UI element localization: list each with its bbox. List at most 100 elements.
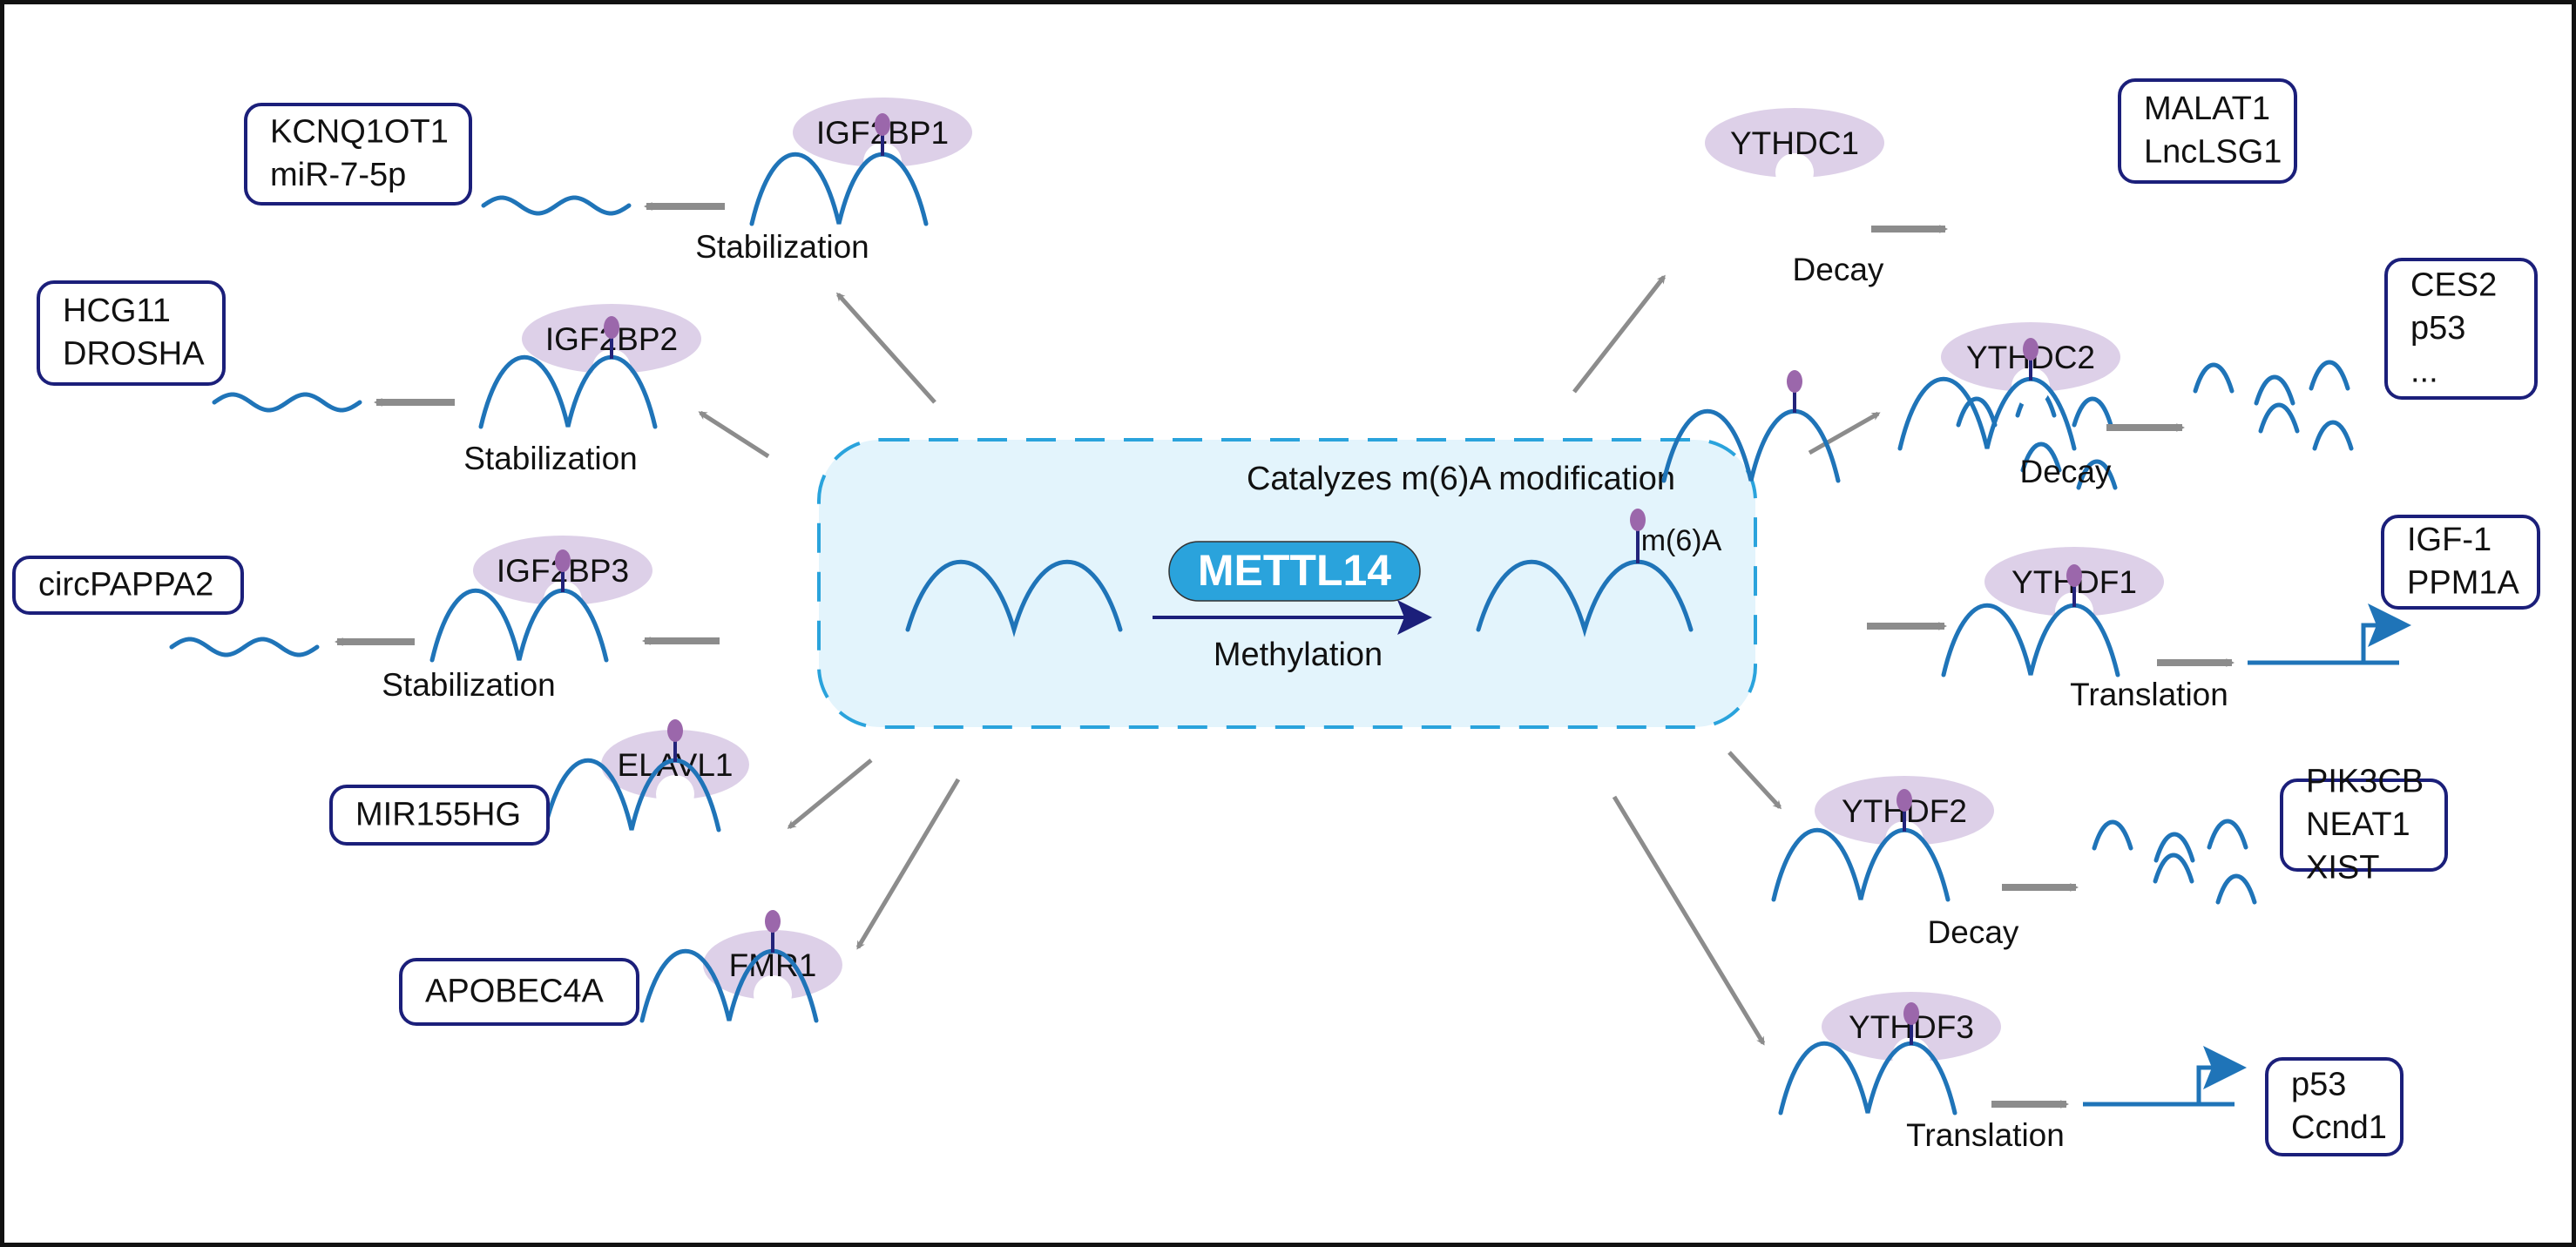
rna-strand [1897, 376, 2077, 451]
m6a-dot-icon [604, 316, 619, 339]
effect-label: Decay [2020, 454, 2112, 489]
target-name: HCG11 [63, 293, 171, 329]
rna-fragment [2153, 853, 2194, 884]
rna-strand [429, 588, 609, 663]
target-name: CES2 [2410, 267, 2497, 304]
transcription-start-arrow-icon [2196, 1046, 2247, 1104]
target-box: CES2 p53... [2384, 258, 2538, 400]
m6a-dot-icon [667, 719, 683, 742]
pathway-arrow [1612, 795, 1766, 1046]
target-name: DROSHA [63, 336, 205, 373]
methylation-module: Catalyzes m(6)A modification METTL14 Met… [817, 438, 1757, 729]
reader-pathways: IGF2BP1StabilizationKCNQ1OT1miR-7-5pIGF2… [12, 78, 2540, 1156]
target-name: p53 [2410, 310, 2465, 347]
pathway-arrow [787, 758, 873, 829]
target-box: MIR155HG [329, 785, 550, 846]
pathway-arrow [1808, 411, 1881, 455]
target-name: ... [2410, 353, 2438, 389]
m6a-dot-icon [2023, 338, 2038, 361]
reader-protein-label: YTHDC1 [1730, 125, 1859, 161]
methylation-label: Methylation [1214, 637, 1383, 673]
target-name: MIR155HG [355, 796, 521, 832]
target-box: APOBEC4A [399, 958, 639, 1026]
effect-label: Stabilization [382, 667, 556, 703]
target-name: IGF-1 [2407, 522, 2491, 558]
reader-pathway-ythdc2: YTHDC2DecayCES2p53... [1897, 258, 2538, 489]
m6a-dot-icon [875, 113, 890, 136]
rna-fragment [2092, 819, 2133, 851]
m6a-label: m(6)A [1641, 524, 1722, 557]
rna-strand [639, 948, 819, 1023]
reader-pathway-igf2bp3: IGF2BP3StabilizationcircPAPPA2 [12, 536, 652, 703]
reader-pathway-igf2bp1: IGF2BP1StabilizationKCNQ1OT1miR-7-5p [244, 98, 972, 265]
rna-strand [1661, 408, 1841, 483]
rna-fragment [2193, 362, 2235, 394]
target-box: circPAPPA2 [12, 556, 244, 615]
rna-strand [749, 152, 929, 226]
m6a-dot-icon [1897, 789, 1912, 812]
target-name: miR-7-5p [270, 157, 406, 193]
rna-strand [1476, 559, 1694, 637]
stabilized-rna-icon [169, 637, 320, 657]
methylated-rna-icon [1476, 509, 1694, 637]
writer-badge: METTL14 [1168, 541, 1421, 602]
stabilized-rna-icon [212, 392, 362, 413]
effect-label: Decay [1793, 252, 1884, 287]
m6a-dot-icon [2066, 564, 2082, 587]
unmodified-rna-icon [905, 559, 1123, 637]
rna-strand [1771, 827, 1951, 902]
target-name: PIK3CB [2306, 764, 2424, 800]
effect-label: Stabilization [695, 229, 869, 265]
target-name: XIST [2306, 849, 2379, 886]
effect-label: Stabilization [463, 441, 638, 476]
writer-label: METTL14 [1198, 546, 1391, 595]
pathway-arrow [835, 292, 936, 404]
binding-notch [863, 143, 902, 181]
rna-fragment [2153, 832, 2195, 863]
binding-notch [1775, 153, 1814, 192]
rna-strand [1778, 1041, 1957, 1116]
rna-fragment [2258, 402, 2300, 434]
module-title: Catalyzes m(6)A modification [1247, 461, 1675, 497]
pathway-arrow [1727, 751, 1782, 810]
m6a-dot-icon [555, 549, 571, 572]
rna-fragment [2312, 420, 2354, 451]
stabilized-rna-icon [481, 195, 632, 216]
reader-protein-ellipse [703, 930, 842, 1000]
target-name: LncLSG1 [2144, 134, 2282, 171]
m6a-dot-icon [1903, 1002, 1919, 1025]
binding-notch [754, 975, 792, 1014]
binding-notch [2011, 367, 2050, 406]
rna-fragment [2072, 396, 2113, 428]
target-name: APOBEC4A [425, 973, 605, 1009]
rna-fragment [2020, 442, 2062, 473]
rna-strand [1941, 603, 2120, 677]
reader-pathway-ythdf2: YTHDF2DecayPIK3CBNEAT1XIST [1771, 764, 2448, 950]
rna-strand [542, 758, 721, 832]
target-name: NEAT1 [2306, 806, 2410, 843]
target-name: circPAPPA2 [38, 566, 213, 603]
target-name: PPM1A [2407, 565, 2519, 602]
rna-fragment [2215, 873, 2257, 905]
target-name: Ccnd1 [2291, 1109, 2387, 1146]
target-name: MALAT1 [2144, 91, 2270, 127]
rna-fragment [2207, 819, 2248, 850]
effect-label: Decay [1928, 914, 2019, 950]
pathway-arrow [698, 410, 770, 459]
rna-fragment [2076, 459, 2118, 490]
transcription-start-arrow-icon [2361, 603, 2411, 663]
rna-fragment [2309, 360, 2350, 391]
reader-protein-ellipse [601, 730, 749, 799]
